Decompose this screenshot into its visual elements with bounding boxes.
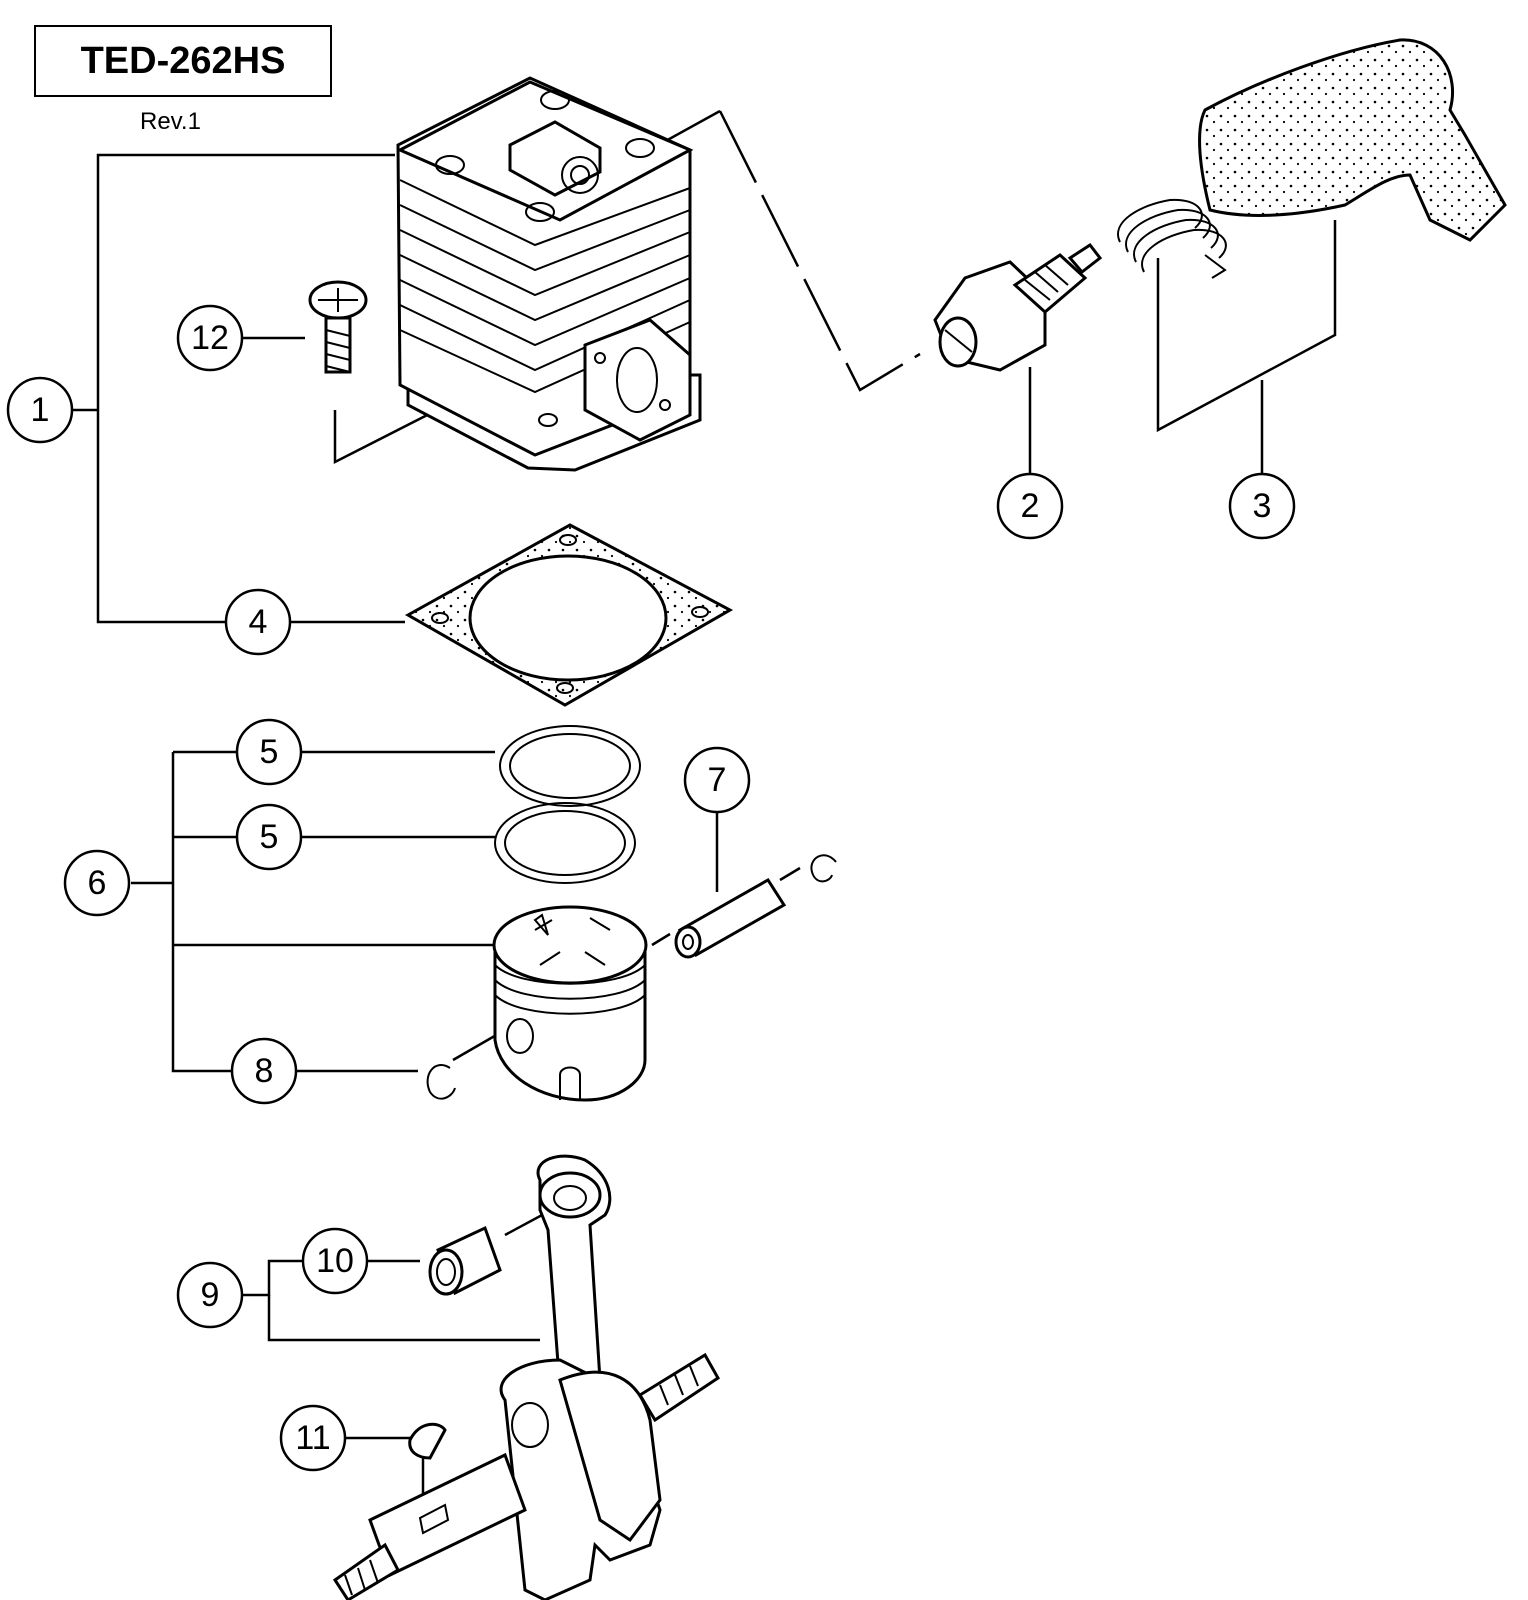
screw-icon <box>308 280 368 374</box>
svg-text:4: 4 <box>249 603 268 641</box>
callout-11: 11 <box>279 1404 347 1472</box>
piston-ring-icon <box>494 725 641 884</box>
svg-text:3: 3 <box>1253 487 1272 525</box>
spark-plug-icon <box>933 242 1103 372</box>
callout-5b: 5 <box>235 803 303 871</box>
svg-text:8: 8 <box>255 1052 274 1090</box>
callout-10: 10 <box>301 1227 369 1295</box>
callout-8: 8 <box>230 1037 298 1105</box>
svg-text:10: 10 <box>316 1242 354 1280</box>
leader-lines <box>71 109 1337 1520</box>
svg-text:5: 5 <box>260 818 279 856</box>
woodruff-key-icon <box>408 1422 447 1460</box>
svg-text:7: 7 <box>708 761 727 799</box>
callout-1: 1 <box>6 376 74 444</box>
piston-icon <box>492 905 648 1102</box>
svg-text:1: 1 <box>31 391 50 429</box>
cylinder-icon <box>396 76 702 472</box>
revision-label: Rev.1 <box>140 108 201 135</box>
svg-text:2: 2 <box>1021 487 1040 525</box>
svg-text:12: 12 <box>191 319 229 357</box>
callout-4: 4 <box>224 588 292 656</box>
model-title: TED-262HS <box>34 25 332 97</box>
svg-text:5: 5 <box>260 733 279 771</box>
callout-9: 9 <box>176 1261 244 1329</box>
circlip-icon <box>426 854 837 1100</box>
callout-12: 12 <box>176 304 244 372</box>
plug-cap-icon <box>1117 38 1507 279</box>
svg-text:9: 9 <box>201 1276 220 1314</box>
svg-text:6: 6 <box>88 864 107 902</box>
callout-3: 3 <box>1228 472 1296 540</box>
callout-5a: 5 <box>235 718 303 786</box>
callout-6: 6 <box>63 849 131 917</box>
callout-7: 7 <box>683 746 751 814</box>
svg-text:11: 11 <box>295 1419 330 1457</box>
needle-bearing-icon <box>428 1225 502 1296</box>
callout-2: 2 <box>996 472 1064 540</box>
piston-pin-icon <box>674 877 787 959</box>
gasket-icon <box>404 523 734 707</box>
crankshaft-icon <box>332 1154 720 1600</box>
